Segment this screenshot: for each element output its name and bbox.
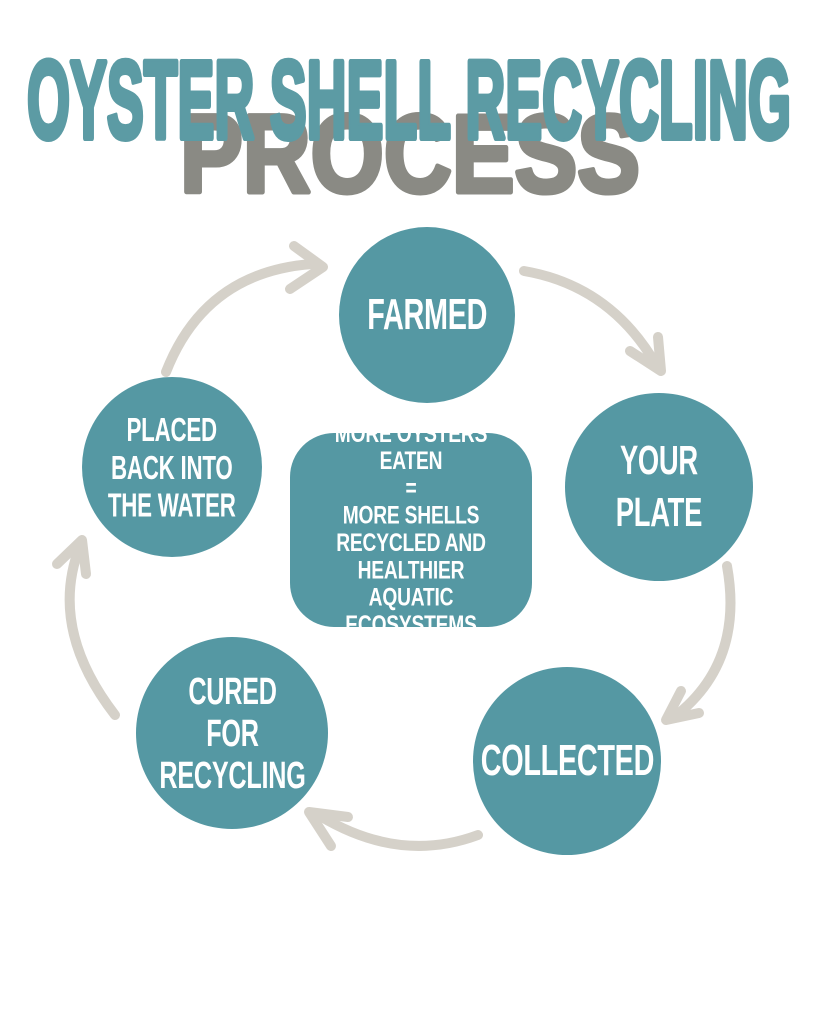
step-circle-cured-for-recycling: CURED FOR RECYCLING: [136, 637, 328, 829]
step-label-placed-back-into-the-water: PLACED BACK INTO THE WATER: [108, 410, 236, 524]
title-block: PROCESS OYSTER SHELL RECYCLING: [24, 36, 794, 219]
step-label-cured-for-recycling: CURED FOR RECYCLING: [158, 669, 306, 797]
step-circle-collected: COLLECTED: [473, 667, 661, 855]
step-label-collected: COLLECTED: [480, 737, 654, 785]
center-note-box: MORE OYSTERS EATEN = MORE SHELLS RECYCLE…: [290, 420, 532, 639]
step-circle-placed-back-into-the-water: PLACED BACK INTO THE WATER: [82, 377, 262, 557]
title-line-2: PROCESS: [180, 93, 640, 216]
arrow-collected-to-cured: [304, 807, 483, 851]
step-circle-farmed: FARMED: [339, 227, 515, 403]
step-label-farmed: FARMED: [367, 291, 487, 339]
step-label-your-plate: YOUR PLATE: [615, 438, 703, 536]
arrow-farmed-to-your-plate: [519, 266, 666, 376]
arrow-your-plate-to-collected: [661, 561, 736, 725]
arrow-placed-to-farmed: [161, 241, 328, 377]
title-line-1: OYSTER SHELL RECYCLING: [27, 39, 791, 162]
step-circle-your-plate: YOUR PLATE: [565, 393, 753, 581]
arrow-cured-to-placed: [52, 535, 120, 720]
center-note-text: MORE OYSTERS EATEN = MORE SHELLS RECYCLE…: [334, 419, 488, 640]
